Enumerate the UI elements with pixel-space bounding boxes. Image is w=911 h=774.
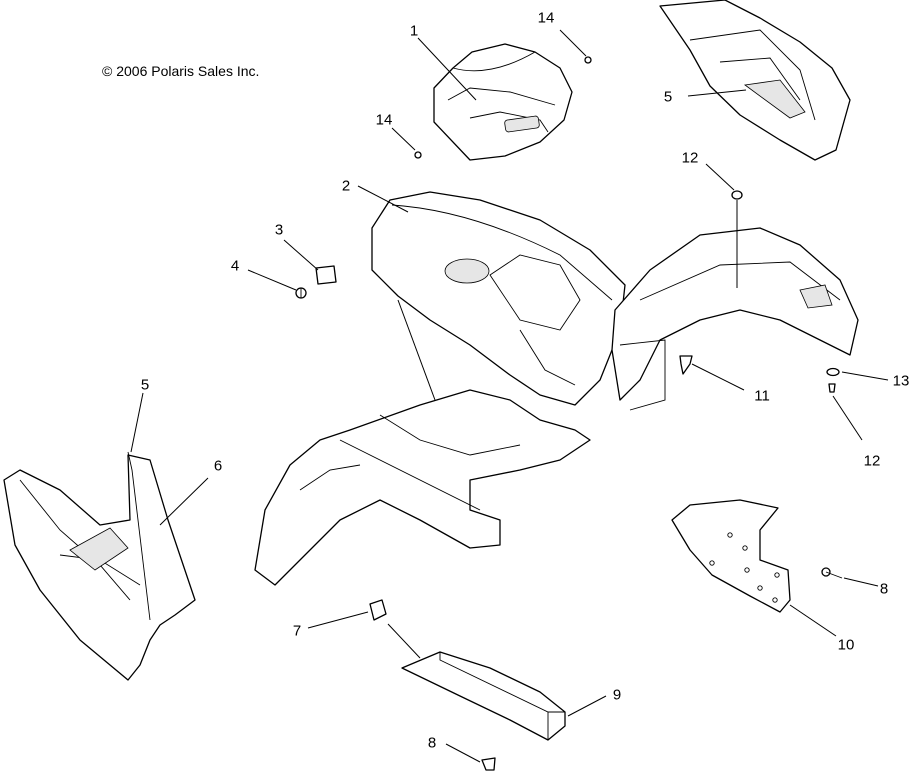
leader-2 (357, 185, 409, 213)
leader-7 (307, 611, 369, 629)
callout-13: 13 (892, 372, 910, 390)
part-4-fastener (295, 287, 307, 299)
part-12-fastener-bottom (828, 383, 836, 393)
leader-8b (445, 743, 481, 763)
callout-6: 6 (213, 457, 223, 475)
leader-12a (705, 163, 735, 191)
callout-10: 10 (837, 636, 855, 654)
part-14-fastener-mid (414, 151, 422, 159)
callout-8: 8 (879, 580, 889, 598)
part-12-fastener-top (731, 190, 743, 200)
part-2-rear-section (611, 227, 859, 411)
part-7-clip (369, 599, 387, 621)
callout-14: 14 (375, 111, 393, 129)
part-10-heat-shield (671, 499, 791, 613)
part-2-front-fender (371, 191, 626, 406)
callout-5: 5 (140, 376, 150, 394)
leader-11 (691, 363, 745, 391)
part-13-washer (826, 367, 840, 377)
leader-8a (843, 577, 879, 587)
leader-lines (130, 29, 889, 763)
part-5-left-panel (127, 451, 151, 621)
leader-14a (559, 29, 587, 57)
leader-5b (130, 392, 144, 453)
part-14-fastener-top (584, 56, 592, 64)
part-6-side-panel (3, 454, 196, 681)
leader-14b (391, 127, 416, 151)
callout-2: 2 (341, 177, 351, 195)
leader-5a (687, 89, 747, 97)
part-1-headlight-pod (433, 43, 573, 161)
part-5-top-panel (659, 0, 851, 161)
callout-11: 11 (754, 387, 770, 405)
copyright-notice: © 2006 Polaris Sales Inc. (102, 63, 260, 79)
leader-10 (789, 604, 837, 637)
leader-9 (567, 695, 607, 717)
part-2-lower-fender (254, 389, 591, 586)
leader-3 (283, 239, 319, 271)
part-8-fastener-bottom (481, 757, 496, 771)
leader-7b (387, 623, 421, 659)
callout-3: 3 (274, 221, 284, 239)
part-3-clip (315, 265, 337, 285)
callout-1: 1 (409, 22, 419, 40)
callout-8: 8 (427, 734, 437, 752)
callout-9: 9 (612, 686, 622, 704)
callout-4: 4 (230, 257, 240, 275)
leader-13 (841, 371, 889, 381)
part-8-fastener-right (821, 567, 843, 579)
leader-4 (247, 269, 297, 291)
leader-6 (159, 477, 209, 526)
leader-2b (397, 299, 436, 401)
leader-1 (417, 37, 477, 101)
callout-5: 5 (663, 88, 673, 106)
part-11-rivet (679, 355, 693, 375)
leader-12b (832, 395, 863, 441)
callout-7: 7 (292, 622, 302, 640)
callout-14: 14 (537, 9, 555, 27)
callout-12: 12 (863, 452, 881, 470)
part-9-tray (401, 651, 566, 741)
callout-12: 12 (681, 149, 699, 167)
